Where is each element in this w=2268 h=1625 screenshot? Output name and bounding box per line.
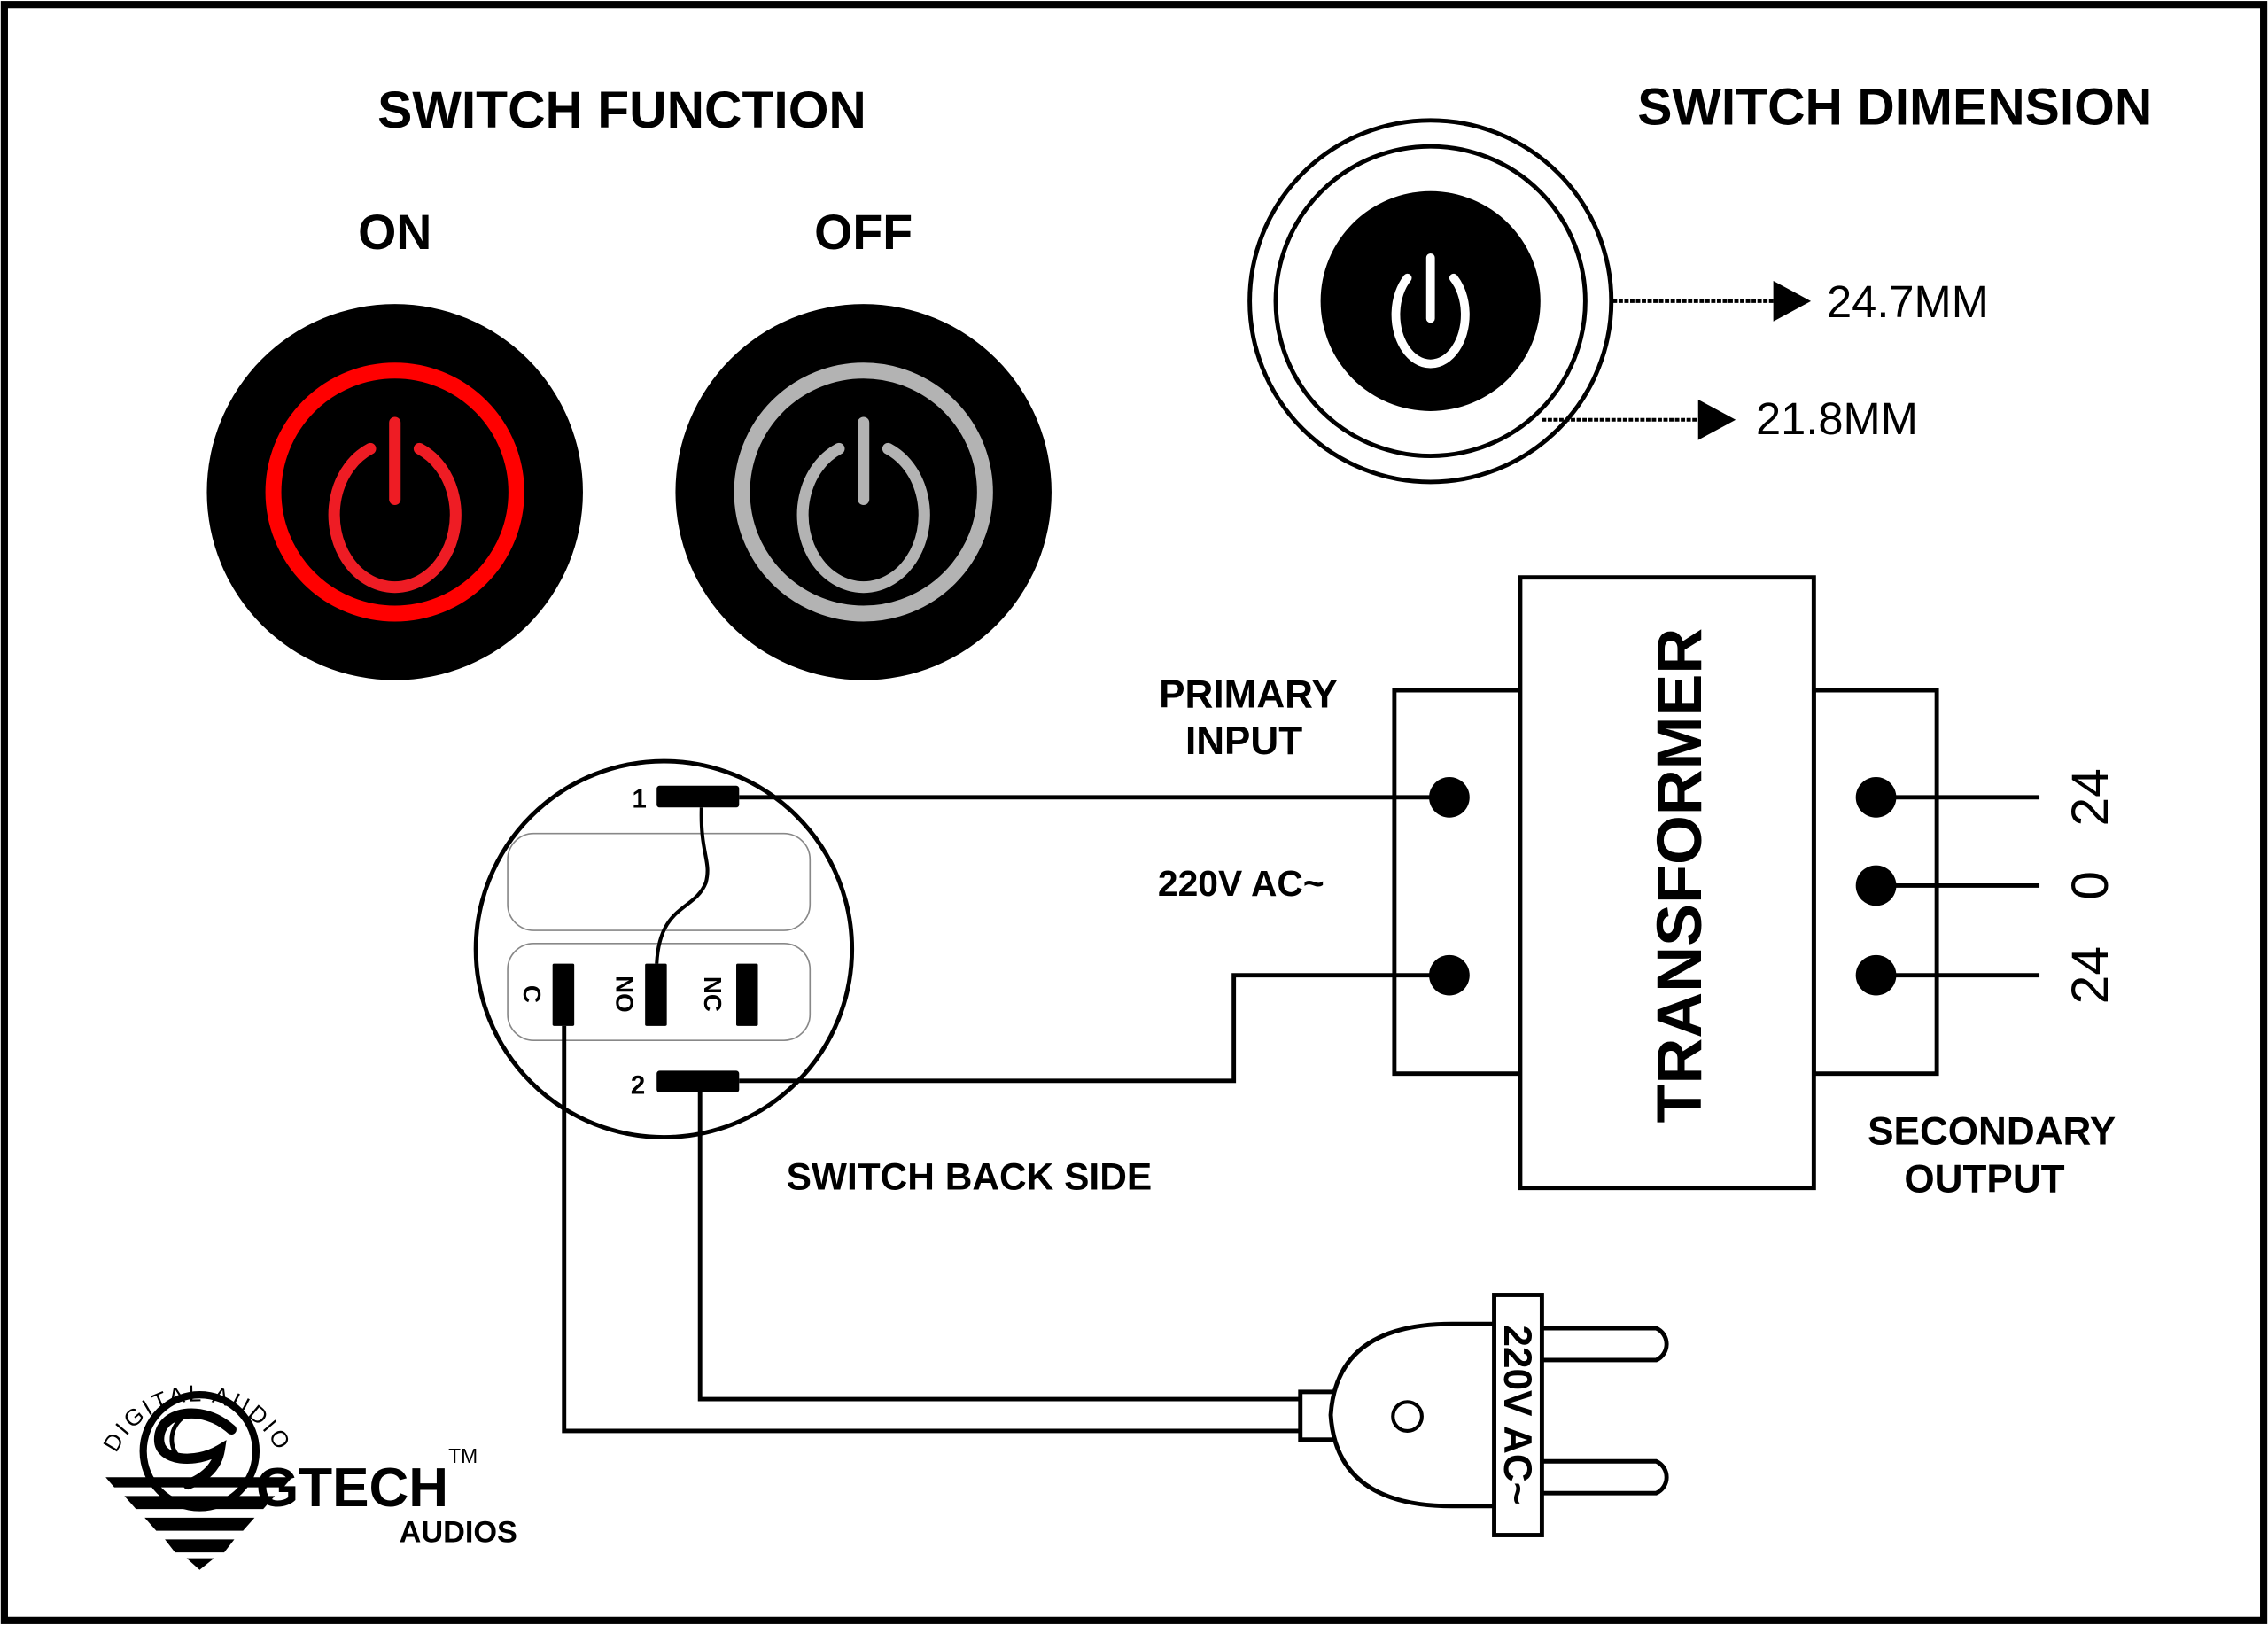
plug-prong-bottom [1542, 1458, 1669, 1496]
on-ring [265, 362, 524, 622]
contact-c-label: C [518, 985, 546, 1003]
contact-no-label: NO [611, 976, 639, 1013]
wire-c-to-plug [562, 1025, 1302, 1434]
on-power-icon [328, 416, 462, 594]
plug-voltage-label: 220V AC~ [1495, 1326, 1539, 1505]
switch-function-title: SWITCH FUNCTION [377, 82, 866, 139]
secondary-label-line1: SECONDARY [1868, 1110, 2116, 1154]
dimension-power-icon [1391, 253, 1470, 369]
pin-2-label: 2 [631, 1071, 645, 1100]
plug-prong-top [1542, 1326, 1669, 1363]
primary-label-line2: INPUT [1185, 719, 1302, 763]
pin-1-terminal [656, 785, 740, 808]
off-ring [734, 362, 993, 622]
contact-no-terminal [645, 963, 667, 1026]
outer-diameter-arrow [1612, 281, 1812, 322]
secondary-tap-2: 0 [2062, 871, 2119, 900]
logo-brand: GTECH [256, 1458, 448, 1519]
secondary-label-line2: OUTPUT [1904, 1158, 2064, 1201]
secondary-tap-3: 24 [2062, 946, 2119, 1004]
dimension-switch [1247, 118, 1614, 485]
contact-nc-terminal [736, 963, 758, 1026]
pin-2-terminal [656, 1070, 740, 1092]
primary-label-line1: PRIMARY [1159, 673, 1338, 717]
pin-1-label: 1 [632, 784, 646, 813]
wire-pin2-to-primary [739, 973, 1449, 1084]
primary-terminal-block [1392, 688, 1524, 1077]
contact-nc-label: NC [699, 976, 726, 1012]
inner-diameter-label: 21.8MM [1756, 393, 1918, 444]
on-label: ON [358, 205, 431, 260]
transformer-body [1518, 575, 1816, 1191]
plug-hole [1391, 1400, 1424, 1433]
transformer-label: TRANSFORMER [1644, 628, 1715, 1124]
contact-c-terminal [552, 963, 575, 1026]
primary-voltage-label: 220V AC~ [1158, 863, 1324, 904]
logo-trademark: TM [448, 1444, 478, 1467]
outer-diameter-label: 24.7MM [1827, 276, 1989, 327]
inner-diameter-arrow [1542, 399, 1736, 440]
logo-subtitle: AUDIOS [400, 1516, 517, 1550]
switch-back: 1 2 C NO NC [473, 758, 855, 1139]
primary-terminal-2 [1429, 954, 1470, 996]
switch-back-label: SWITCH BACK SIDE [787, 1155, 1153, 1197]
switch-dimension-title: SWITCH DIMENSION [1637, 79, 2152, 136]
off-label: OFF [814, 205, 913, 260]
wire-pin2-to-plug [697, 1092, 1302, 1402]
off-switch [675, 304, 1052, 680]
on-switch [206, 304, 583, 680]
secondary-tap-1: 24 [2062, 768, 2119, 826]
jumper-wire [655, 807, 710, 964]
primary-terminal-1 [1429, 777, 1470, 818]
power-plug: 220V AC~ [1298, 1293, 1669, 1537]
off-power-icon [796, 416, 930, 594]
